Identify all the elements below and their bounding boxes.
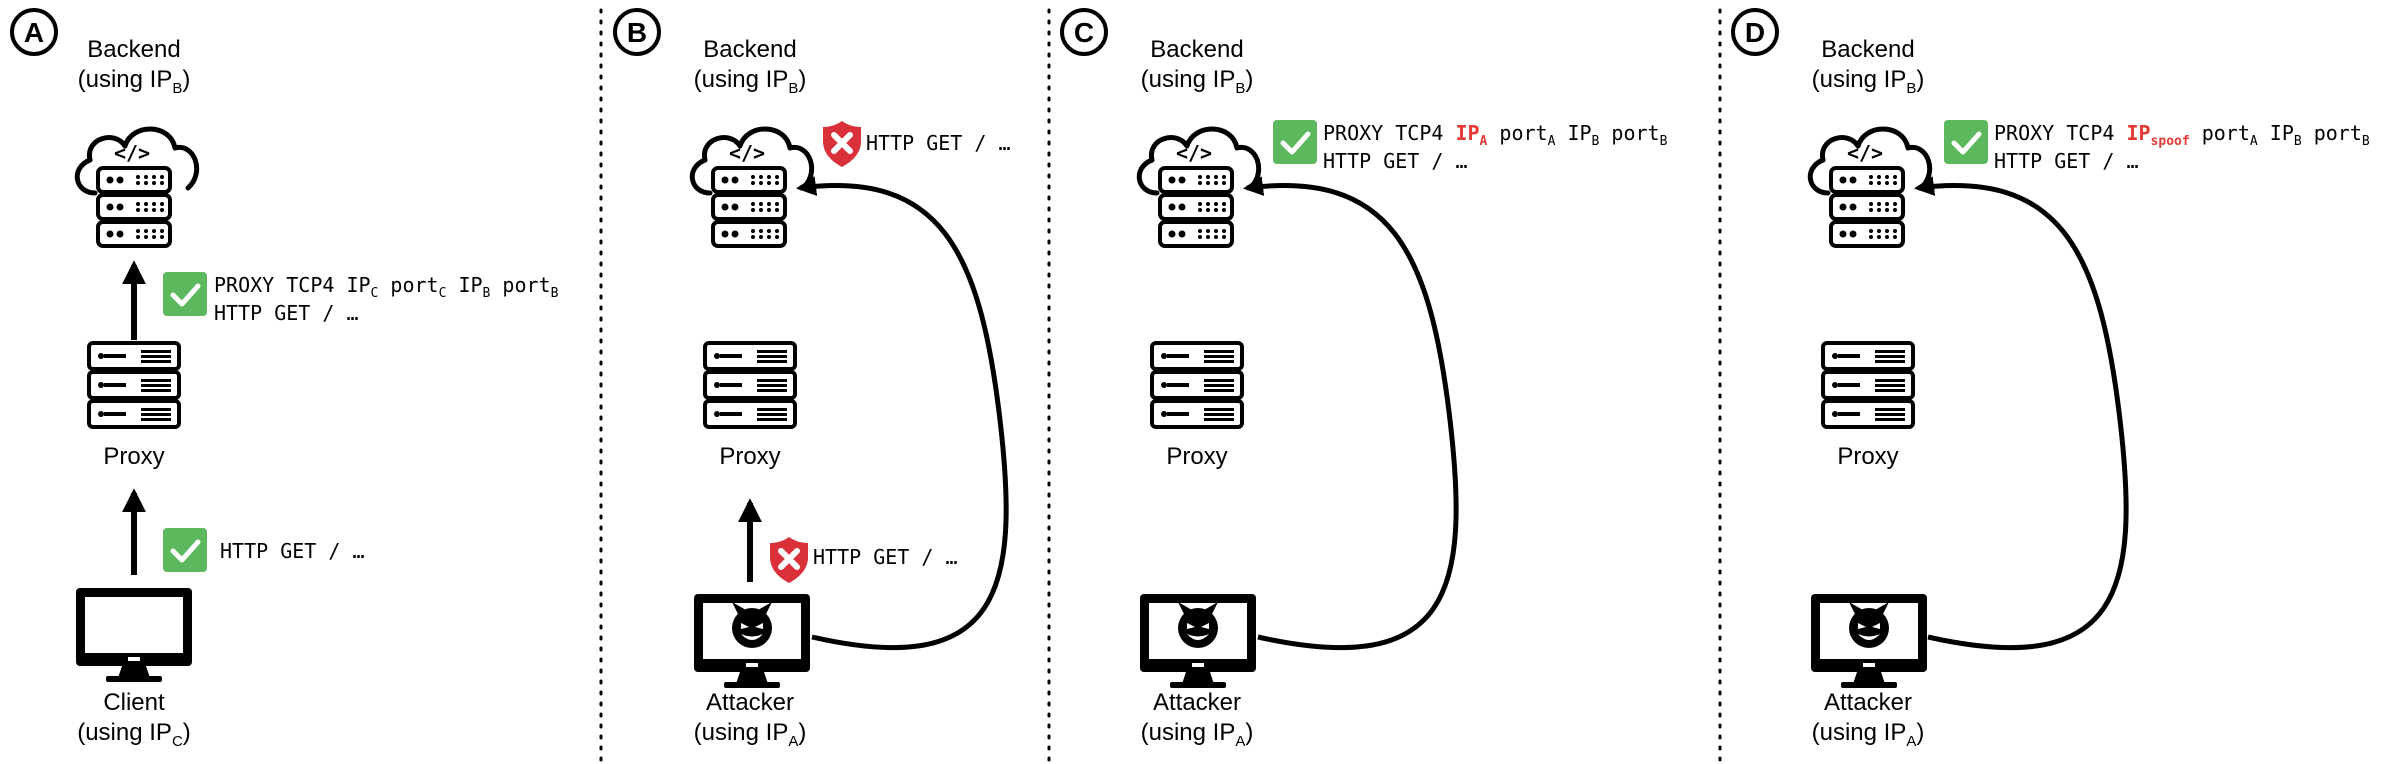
check-icon	[163, 272, 207, 316]
backend-label: Backend	[1150, 36, 1243, 63]
arrow-attacker-to-backend	[1243, 176, 1459, 651]
attacker-ip-label: (using IPA)	[694, 719, 807, 750]
backend-label: Backend	[703, 36, 796, 63]
attacker-ip-label: (using IPA)	[1141, 719, 1254, 750]
panel-letter-a-text: A	[24, 17, 44, 48]
backend-label: Backend	[87, 36, 180, 63]
panel-b: B Backend (using IPB) HTTP GET / … Proxy…	[613, 8, 1011, 750]
arrow-attacker-to-backend	[796, 176, 1009, 651]
cloud-server-icon	[77, 129, 196, 246]
backend-ip-label: (using IPB)	[694, 66, 807, 97]
attacker-label: Attacker	[1153, 689, 1241, 716]
check-icon	[163, 528, 207, 572]
cloud-server-icon	[1810, 129, 1929, 246]
http-get-message: HTTP GET / …	[813, 545, 958, 569]
panel-dividers	[599, 8, 1722, 764]
check-icon	[1273, 120, 1317, 164]
panel-letter-c: C	[1060, 8, 1108, 56]
client-label: Client	[103, 689, 165, 716]
proxy-label: Proxy	[1166, 443, 1227, 470]
panel-letter-d: D	[1731, 8, 1779, 56]
http-get-message: HTTP GET / …	[220, 539, 365, 563]
http-get-message: HTTP GET / …	[1994, 149, 2139, 173]
devil-face-icon	[1178, 602, 1218, 648]
cloud-server-icon	[692, 129, 811, 246]
attacker-label: Attacker	[706, 689, 794, 716]
backend-ip-label: (using IPB)	[78, 66, 191, 97]
proxy-label: Proxy	[719, 443, 780, 470]
server-rack-icon	[1150, 341, 1244, 429]
monitor-icon	[76, 588, 192, 682]
server-rack-icon	[703, 341, 797, 429]
panel-letter-d-text: D	[1745, 17, 1765, 48]
proxy-label: Proxy	[103, 443, 164, 470]
arrow-attacker-to-backend	[1914, 176, 2129, 651]
attacker-ip-label: (using IPA)	[1812, 719, 1925, 750]
backend-label: Backend	[1821, 36, 1914, 63]
panel-c: C Backend (using IPB) PROXY TCP4 IPA por…	[1060, 8, 1668, 750]
panel-d: D Backend (using IPB) PROXY TCP4 IPspoof…	[1731, 8, 2370, 750]
proxy-header-message: PROXY TCP4 IPA portA IPB portB	[1323, 121, 1668, 149]
client-ip-label: (using IPC)	[77, 719, 191, 750]
proxy-label: Proxy	[1837, 443, 1898, 470]
proxy-header-message: PROXY TCP4 IPC portC IPB portB	[214, 273, 559, 301]
panel-letter-b: B	[613, 8, 661, 56]
attacker-label: Attacker	[1824, 689, 1912, 716]
server-rack-icon	[87, 341, 181, 429]
devil-face-icon	[1849, 602, 1889, 648]
shield-x-icon	[823, 121, 861, 167]
panel-a: A Backend (using IPB) PROXY TCP4 IPC por…	[10, 8, 559, 750]
http-get-message: HTTP GET / …	[866, 131, 1011, 155]
http-get-message: HTTP GET / …	[214, 301, 359, 325]
proxy-header-message: PROXY TCP4 IPspoof portA IPB portB	[1994, 121, 2370, 149]
panel-letter-a: A	[10, 8, 58, 56]
backend-ip-label: (using IPB)	[1812, 66, 1925, 97]
http-get-message: HTTP GET / …	[1323, 149, 1468, 173]
cloud-server-icon	[1139, 129, 1258, 246]
backend-ip-label: (using IPB)	[1141, 66, 1254, 97]
panel-letter-c-text: C	[1074, 17, 1094, 48]
shield-x-icon	[770, 537, 808, 583]
devil-face-icon	[732, 602, 772, 648]
server-rack-icon	[1821, 341, 1915, 429]
panel-letter-b-text: B	[627, 17, 647, 48]
check-icon	[1944, 120, 1988, 164]
